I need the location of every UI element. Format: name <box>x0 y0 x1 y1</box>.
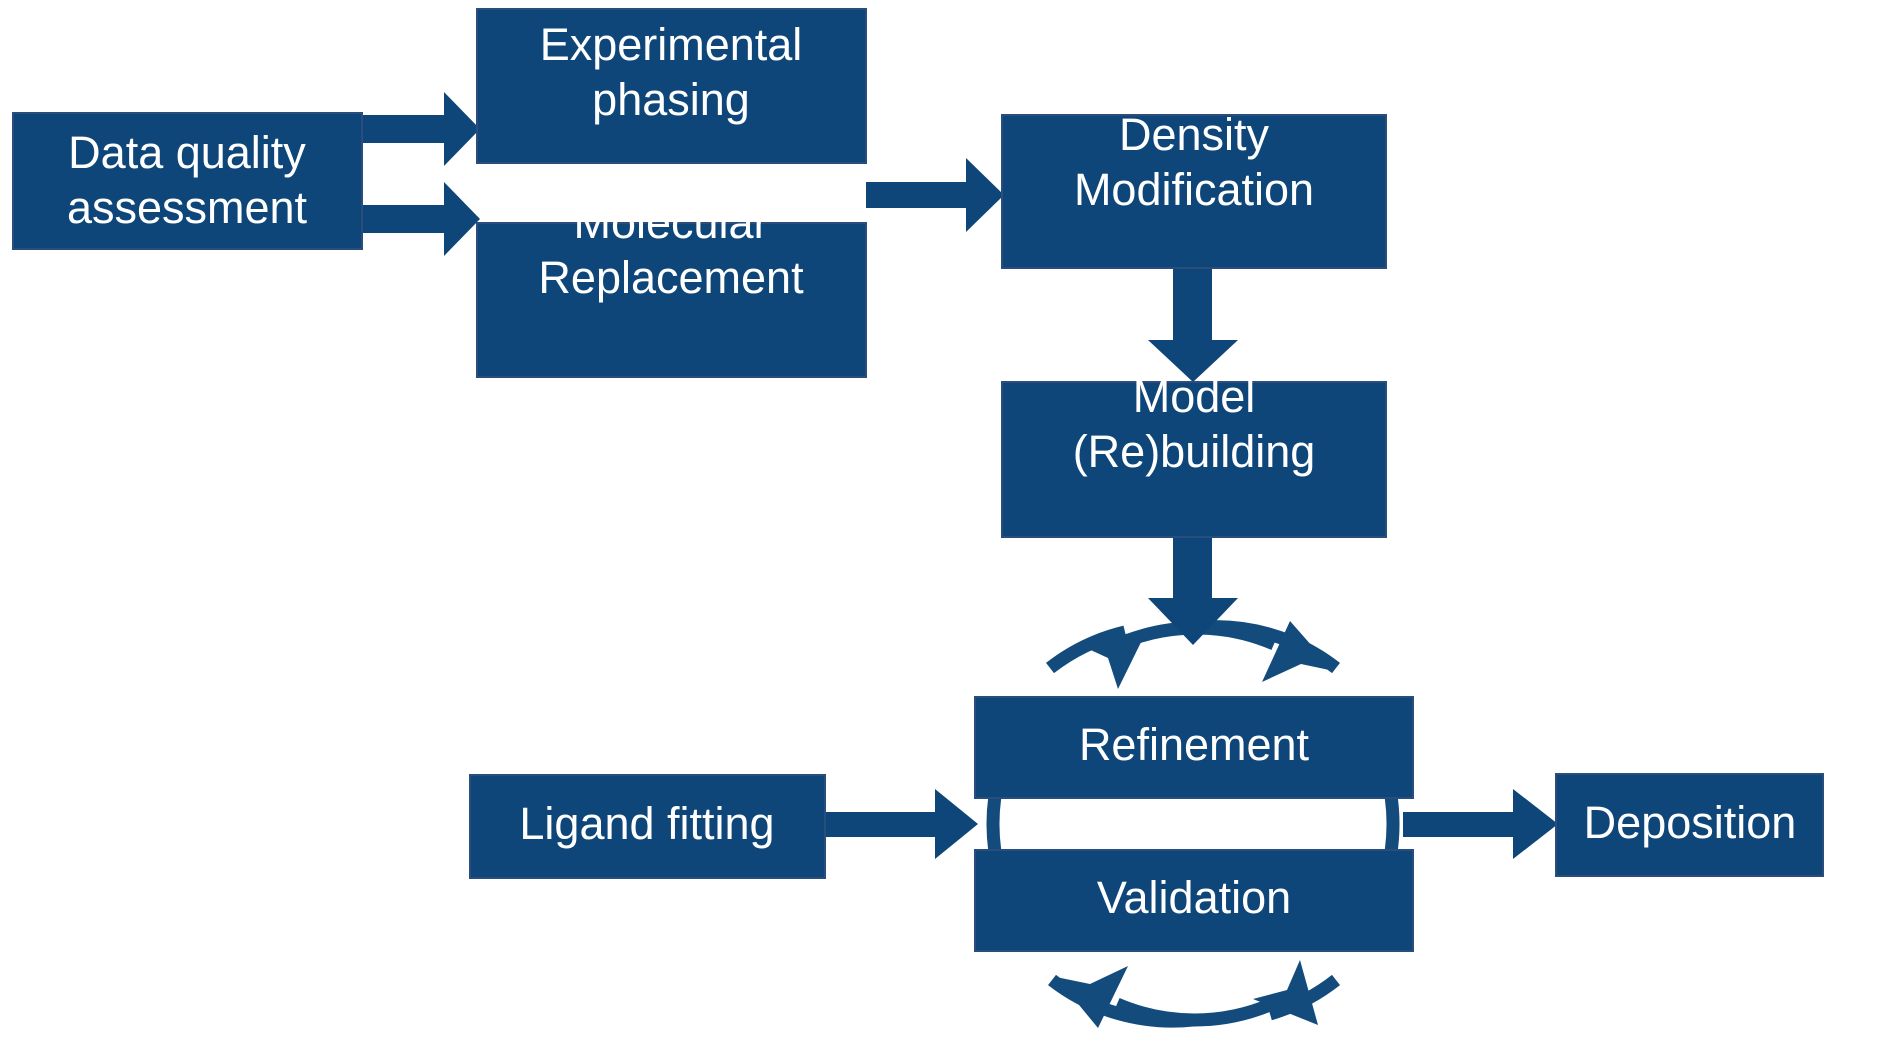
node-label-line-1: Data quality <box>68 127 306 178</box>
node-label-line-1: Model <box>1133 371 1256 422</box>
arrow-model-rebuilding-to-cycle <box>1148 537 1238 645</box>
node-box <box>1001 381 1387 538</box>
node-label-line-1: Density <box>1119 109 1270 160</box>
arrow-density-modification-to-model-rebuilding <box>1148 268 1238 382</box>
arrow-phasing-to-density-modification <box>866 158 1004 232</box>
node-model-rebuilding[interactable]: Model (Re)building <box>1001 371 1387 538</box>
node-deposition[interactable]: Deposition <box>1555 773 1824 877</box>
node-experimental-phasing[interactable]: Experimental phasing <box>476 8 867 164</box>
node-label-line-2: assessment <box>67 182 308 233</box>
node-box <box>476 222 867 378</box>
node-label-line-1: Experimental <box>540 19 803 70</box>
node-label-line-2: phasing <box>592 74 750 125</box>
node-label-line-2: Replacement <box>538 252 804 303</box>
node-box <box>12 112 363 250</box>
cycle-arc-bottom-mid <box>1114 998 1275 1027</box>
node-ligand-fitting[interactable]: Ligand fitting <box>469 774 826 879</box>
node-box <box>476 8 867 164</box>
node-box <box>974 696 1414 799</box>
node-box <box>1001 114 1387 269</box>
node-box <box>1555 773 1824 877</box>
node-density-modification[interactable]: Density Modification <box>1001 109 1387 269</box>
arrow-dqa-to-experimental-phasing <box>362 92 480 166</box>
cycle-arrowhead-bottom-right <box>1253 960 1318 1025</box>
node-label-line-1: Ligand fitting <box>519 798 774 849</box>
node-label-line-1: Molecular <box>573 197 768 248</box>
node-refinement[interactable]: Refinement <box>974 696 1414 799</box>
node-box <box>469 774 826 879</box>
node-validation[interactable]: Validation <box>974 849 1414 952</box>
cycle-arrowhead-top-right <box>1262 621 1334 682</box>
node-label-line-1: Refinement <box>1079 719 1310 770</box>
node-label-line-2: Modification <box>1074 164 1314 215</box>
node-molecular-replacement[interactable]: Molecular Replacement <box>476 197 867 378</box>
node-label-line-2: (Re)building <box>1073 426 1316 477</box>
node-label-line-1: Deposition <box>1584 797 1797 848</box>
node-box <box>974 849 1414 952</box>
arrow-cycle-to-deposition <box>1403 789 1558 859</box>
cycle-arrowhead-bottom-left <box>1056 966 1128 1028</box>
node-label-line-1: Validation <box>1097 872 1291 923</box>
node-data-quality-assessment[interactable]: Data quality assessment <box>12 112 363 250</box>
arrow-ligand-fitting-to-cycle <box>825 789 978 859</box>
arrow-dqa-to-molecular-replacement <box>362 182 480 256</box>
refinement-validation-cycle-arrows <box>986 620 1400 1028</box>
